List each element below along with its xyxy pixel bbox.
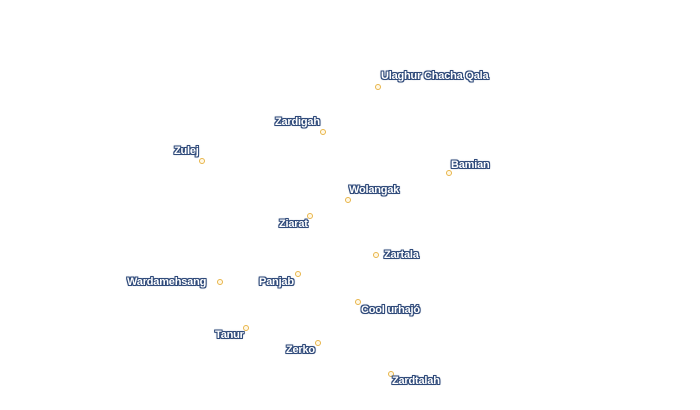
place-dot-icon xyxy=(375,84,381,90)
place-label: Tanur xyxy=(215,329,244,341)
place-label: Zardtalah xyxy=(392,375,440,387)
place-label: Zardigah xyxy=(275,116,320,128)
place-dot-icon xyxy=(320,129,326,135)
place-dot-icon xyxy=(446,170,452,176)
place-label: Bamian xyxy=(451,159,490,171)
place-label: Zulej xyxy=(174,145,199,157)
place-dot-icon xyxy=(243,325,249,331)
place-label: Cool urhajó xyxy=(361,304,420,316)
place-label: Ziarat xyxy=(279,218,308,230)
place-dot-icon xyxy=(217,279,223,285)
place-label: Zerko xyxy=(286,344,315,356)
place-dot-icon xyxy=(295,271,301,277)
place-dot-icon xyxy=(345,197,351,203)
place-label: Panjab xyxy=(259,276,294,288)
place-dot-icon xyxy=(315,340,321,346)
place-dot-icon xyxy=(373,252,379,258)
place-dot-icon xyxy=(355,299,361,305)
place-dot-icon xyxy=(199,158,205,164)
place-dot-icon xyxy=(307,213,313,219)
place-label: Ulaghur Chacha Qala xyxy=(381,70,489,82)
place-label: Wolangak xyxy=(349,184,400,196)
place-label: Wardamehsang xyxy=(127,276,207,288)
place-label: Zartala xyxy=(384,249,419,261)
place-dot-icon xyxy=(388,371,394,377)
